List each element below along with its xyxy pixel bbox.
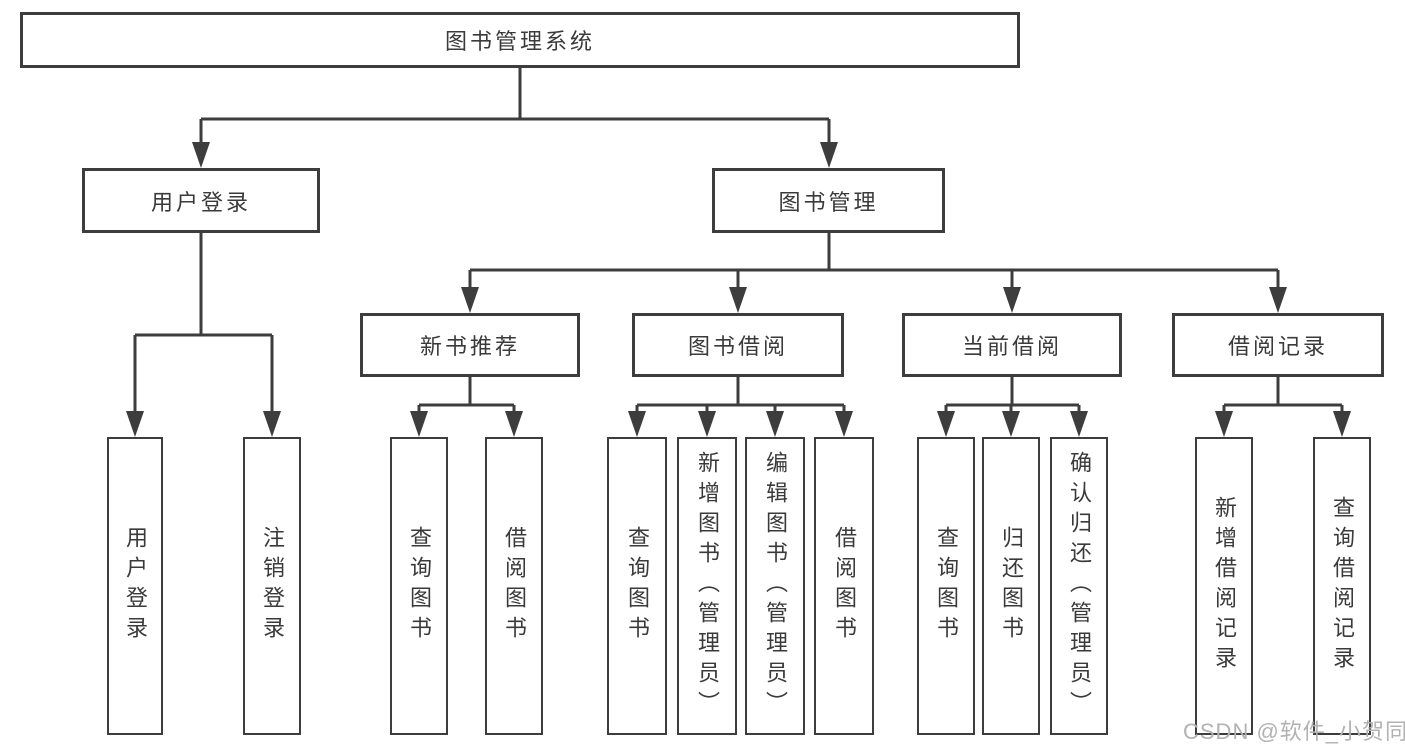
node-label: 编辑图书（管理员） [763,451,788,721]
node-query-books-recommend: 查询图书 [390,437,448,735]
node-label: 注销登录 [260,526,285,646]
node-label: 用户登录 [150,189,251,215]
node-new-book-recommend: 新书推荐 [360,313,580,377]
node-label: 借阅记录 [1227,334,1328,359]
node-borrow-books: 借阅图书 [814,437,874,735]
node-logout: 注销登录 [243,437,301,735]
node-label: 图书管理系统 [444,29,595,54]
node-library-management-system: 图书管理系统 [20,12,1020,68]
node-label: 借阅图书 [502,526,527,646]
node-current-borrowing: 当前借阅 [902,313,1122,377]
node-label: 新增图书（管理员） [695,451,720,721]
node-book-management: 图书管理 [712,168,945,233]
node-label: 当前借阅 [961,334,1062,359]
node-return-book: 归还图书 [982,437,1040,735]
node-label: 查询图书 [625,526,650,646]
node-label: 用户登录 [123,526,148,646]
node-borrow-books-recommend: 借阅图书 [485,437,543,735]
node-confirm-return-admin: 确认归还（管理员） [1050,437,1108,735]
node-label: 查询借阅记录 [1330,496,1355,676]
node-label: 确认归还（管理员） [1067,451,1092,721]
node-user-login: 用户登录 [82,168,320,233]
node-book-borrowing: 图书借阅 [632,313,844,377]
node-query-borrow-record: 查询借阅记录 [1313,437,1371,735]
node-borrowing-records: 借阅记录 [1172,313,1384,377]
node-label: 新增借阅记录 [1212,496,1237,676]
node-label: 借阅图书 [832,526,857,646]
node-label: 新书推荐 [419,334,520,359]
node-query-books-current: 查询图书 [917,437,975,735]
node-query-books-borrowing: 查询图书 [607,437,667,735]
node-add-book-admin: 新增图书（管理员） [677,437,737,735]
node-label: 查询图书 [934,526,959,646]
node-add-borrow-record: 新增借阅记录 [1195,437,1253,735]
node-label: 图书管理 [778,189,879,215]
node-label: 查询图书 [407,526,432,646]
node-edit-book-admin: 编辑图书（管理员） [745,437,805,735]
node-label: 归还图书 [999,526,1024,646]
watermark-text: CSDN @软件_小贺同学 [1183,719,1405,744]
node-user-login-leaf: 用户登录 [107,437,163,735]
node-label: 图书借阅 [687,334,788,359]
